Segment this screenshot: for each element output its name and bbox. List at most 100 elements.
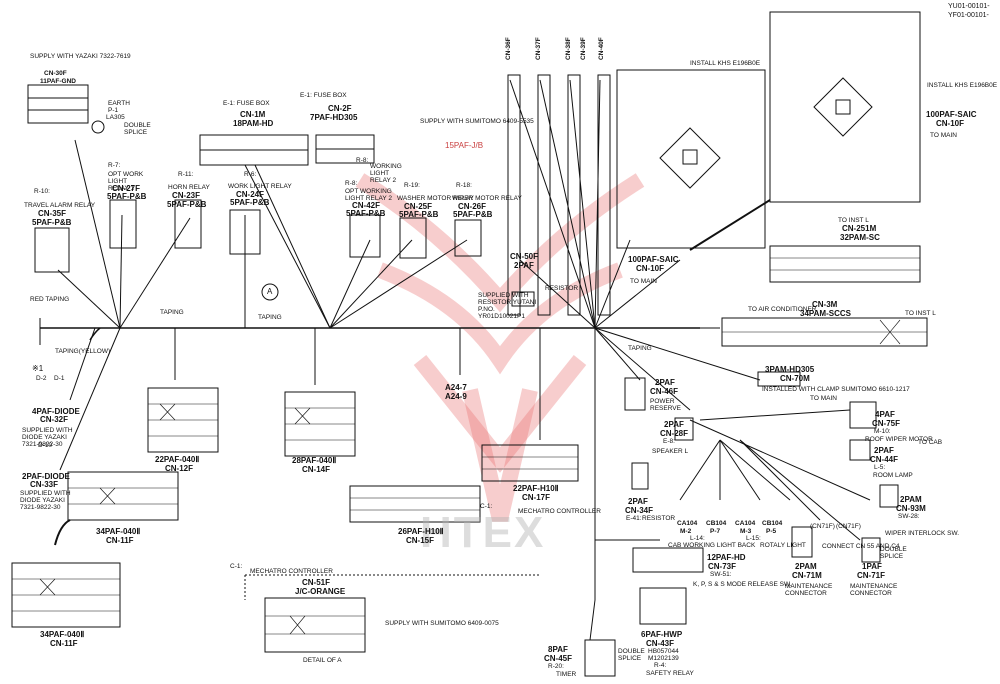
label-cn71f-paren-b: (CN71F) (836, 523, 861, 530)
label-sw51: SW-51: (710, 571, 732, 578)
label-working-light-relay2: WORKING LIGHT RELAY 2 (370, 163, 402, 184)
label-d10: D-10 (38, 442, 53, 449)
label-1paf-cn71f: 1PAF (862, 562, 882, 571)
label-r4: R-4: (654, 662, 667, 669)
label-c1a: C-1: (480, 503, 493, 510)
label-18pam-hd: 18PAM-HD (233, 119, 274, 128)
label-m2: M-2 (680, 528, 692, 535)
label-r18: R-18: (456, 182, 472, 189)
label-detail-a: DETAIL OF A (303, 657, 342, 664)
label-cab-working-light: CAB WORKING LIGHT BACK (668, 542, 756, 549)
label-power-reserve: POWER RESERVE (650, 398, 681, 412)
label-cn25f: CN-25F (404, 202, 433, 211)
label-l14: L-14: (690, 535, 705, 542)
label-5paf-pb-d: 5PAF-P&B (230, 198, 270, 207)
label-100paf-saic: 100PAF-SAIC (628, 255, 679, 264)
label-r7: R-7: (108, 162, 121, 169)
label-2pam-cn71m: 2PAM (795, 562, 817, 571)
label-cn11f-b: CN-11F (50, 639, 78, 648)
label-cn46f: CN-46F (650, 387, 679, 396)
label-cn17f: CN-17F (522, 493, 551, 502)
label-15paf-jb: 15PAF-J/B (445, 141, 484, 150)
label-cn93m: CN-93M (896, 504, 926, 513)
label-r20: R-20: (548, 663, 564, 670)
label-m3: M-3 (740, 528, 752, 535)
label-8paf-cn45f: 8PAF (548, 645, 568, 654)
label-cn37f: CN-37F (535, 37, 542, 60)
doc-code-1: YU01-00101- (948, 3, 990, 10)
label-x1: ※1 (32, 364, 44, 373)
label-roof-wiper: ROOF WIPER MOTOR (865, 436, 933, 443)
label-cn70m: CN-70M (780, 374, 810, 383)
label-c1b: C-1: (230, 563, 243, 570)
label-4paf-diode: 4PAF-DIODE (32, 407, 80, 416)
label-cn23f: CN-23F (172, 191, 201, 200)
label-maint-conn-a: MAINTENANCE CONNECTOR (785, 583, 833, 597)
label-26paf-h10: 26PAF-H10Ⅱ (398, 527, 444, 536)
label-safety-relay: SAFETY RELAY (646, 670, 694, 677)
label-work-light-relay: WORK LIGHT RELAY (228, 183, 292, 190)
label-e8: E-8: (663, 438, 675, 445)
label-ca104-a: CA104 (677, 520, 698, 527)
label-cn28f: CN-28F (660, 429, 689, 438)
label-cb104-a: CB104 (706, 520, 727, 527)
label-r11: R-11: (178, 171, 194, 178)
label-2paf-cn46f: 2PAF (655, 378, 675, 387)
label-d2: D-2 (36, 375, 47, 382)
label-cn73f: CN-73F (708, 562, 737, 571)
label-cn10f-r: CN-10F (936, 119, 965, 128)
label-cn12f: CN-12F (165, 464, 194, 473)
label-cn36f: CN-36F (505, 37, 512, 60)
label-double-splice-c: DOUBLE SPLICE (880, 546, 907, 560)
label-r8b: R-8: (345, 180, 358, 187)
label-cn51f: CN-51F (302, 578, 331, 587)
label-taping-a: TAPING (160, 309, 184, 316)
label-timer: TIMER (556, 671, 577, 678)
label-cn45f: CN-45F (544, 654, 573, 663)
label-to-main-r: TO MAIN (930, 132, 957, 139)
label-2paf-cn44f: 2PAF (874, 446, 894, 455)
label-12paf-hd: 12PAF-HD (707, 553, 746, 562)
label-28paf: 28PAF-040Ⅱ (292, 456, 337, 465)
label-cn251m: CN-251M (842, 224, 877, 233)
htex-watermark: HTEX (420, 508, 546, 557)
label-double-splice-b: DOUBLE SPLICE (618, 648, 645, 662)
label-circle-a: A (267, 287, 273, 296)
label-cn11f-a: CN-11F (106, 536, 134, 545)
label-l5: L-5: (874, 464, 886, 471)
label-7paf-hd305: 7PAF-HD305 (310, 113, 358, 122)
label-supplied-yazaki-a: SUPPLIED WITH DIODE YAZAKI 7321-9822-30 (22, 427, 73, 448)
label-p7: P-7 (710, 528, 721, 535)
label-cn27f: CN-27F (112, 184, 141, 193)
label-hb: HB057044 (648, 648, 679, 655)
label-jc-orange: J/C-ORANGE (295, 587, 346, 596)
label-cn15f: CN-15F (406, 536, 435, 545)
label-install-khs-b: INSTALL KHS E196B0E (927, 82, 998, 89)
label-l15: L-15: (746, 535, 761, 542)
label-to-inst-l-b: TO INST L (905, 310, 936, 317)
label-34pam-sccs: 34PAM-SCCS (800, 309, 851, 318)
label-la305: LA305 (106, 114, 125, 121)
label-5paf-pb-f: 5PAF-P&B (399, 210, 439, 219)
label-sw28: SW-28: (898, 513, 920, 520)
label-mechatro-a: MECHATRO CONTROLLER (518, 508, 601, 515)
label-3pam-hd305: 3PAM-HD305 (765, 365, 815, 374)
label-2pam-cn93m: 2PAM (900, 495, 922, 504)
label-opt-work-light-relay1: OPT WORK LIGHT RELAY 1 (108, 171, 144, 192)
label-2paf-cn50f: 2PAF (514, 261, 534, 270)
label-cn42f: CN-42F (352, 201, 381, 210)
label-travel-alarm: TRAVEL ALARM RELAY (24, 202, 96, 209)
label-to-cab: TO CAB (918, 439, 943, 446)
label-cn50f: CN-50F (510, 252, 539, 261)
label-p5: P-5 (766, 528, 777, 535)
label-5paf-pb-b: 5PAF-P&B (107, 192, 147, 201)
label-m10: M-10: (874, 428, 891, 435)
label-to-air-conditioner: TO AIR CONDITIONER (748, 306, 817, 313)
label-cn24f: CN-24F (236, 190, 265, 199)
label-rotaly-light: ROTALY LIGHT (760, 542, 806, 549)
label-5paf-pb-c: 5PAF-P&B (167, 200, 207, 209)
label-cn75f: CN-75F (872, 419, 901, 428)
label-a24-9: A24-9 (445, 392, 467, 401)
label-earth: EARTH (108, 100, 130, 107)
